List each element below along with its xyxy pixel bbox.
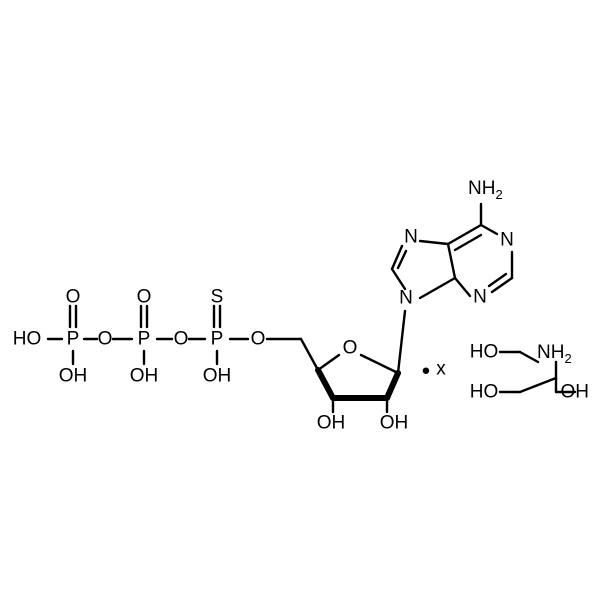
atom-p3: P [211,329,224,350]
atom-ho-left: HO [13,329,42,350]
atom-n3: N [473,287,487,308]
atom-o-p1-top: O [66,287,81,308]
atom-o-p2-top: O [137,287,152,308]
atom-o-bridge-1: O [98,329,113,350]
triphosphate-bonds [46,304,303,366]
atom-tris-nh2-sub: 2 [564,351,571,366]
atom-oh-p2: OH [130,366,159,387]
atom-o-bridge-2: O [174,329,189,350]
atom-nh2-adenine-main: NH [468,178,495,199]
atom-labels: HO P O P O P O O O S OH OH OH O OH OH N … [13,178,589,434]
atom-tris-ho-bottom: HO [470,382,499,403]
salt-x: x [436,359,446,380]
atom-n9: N [399,288,413,309]
ribose-bonds [299,309,407,414]
atom-oh-p1: OH [59,366,88,387]
atom-o-ring: O [343,338,358,359]
atom-s-p3-top: S [211,287,224,308]
atom-tris-oh-right: OH [561,382,590,403]
tris-bonds [498,350,577,394]
atom-p2: P [138,329,151,350]
salt-dot: • [422,358,430,385]
adenine-bonds [390,202,514,300]
atom-oh-c3: OH [317,413,346,434]
atom-tris-nh2-main: NH [537,342,564,363]
atom-o-bridge-3: O [251,329,266,350]
atom-n1: N [500,230,514,251]
atom-tris-nh2: NH2 [537,342,572,366]
atom-tris-ho-top: HO [470,342,499,363]
atom-oh-c2: OH [380,413,409,434]
atom-n7: N [404,227,418,248]
atom-p1: P [67,329,80,350]
atom-oh-p3: OH [203,366,232,387]
atom-nh2-adenine-sub: 2 [495,187,502,202]
atom-nh2-adenine: NH2 [468,178,503,202]
